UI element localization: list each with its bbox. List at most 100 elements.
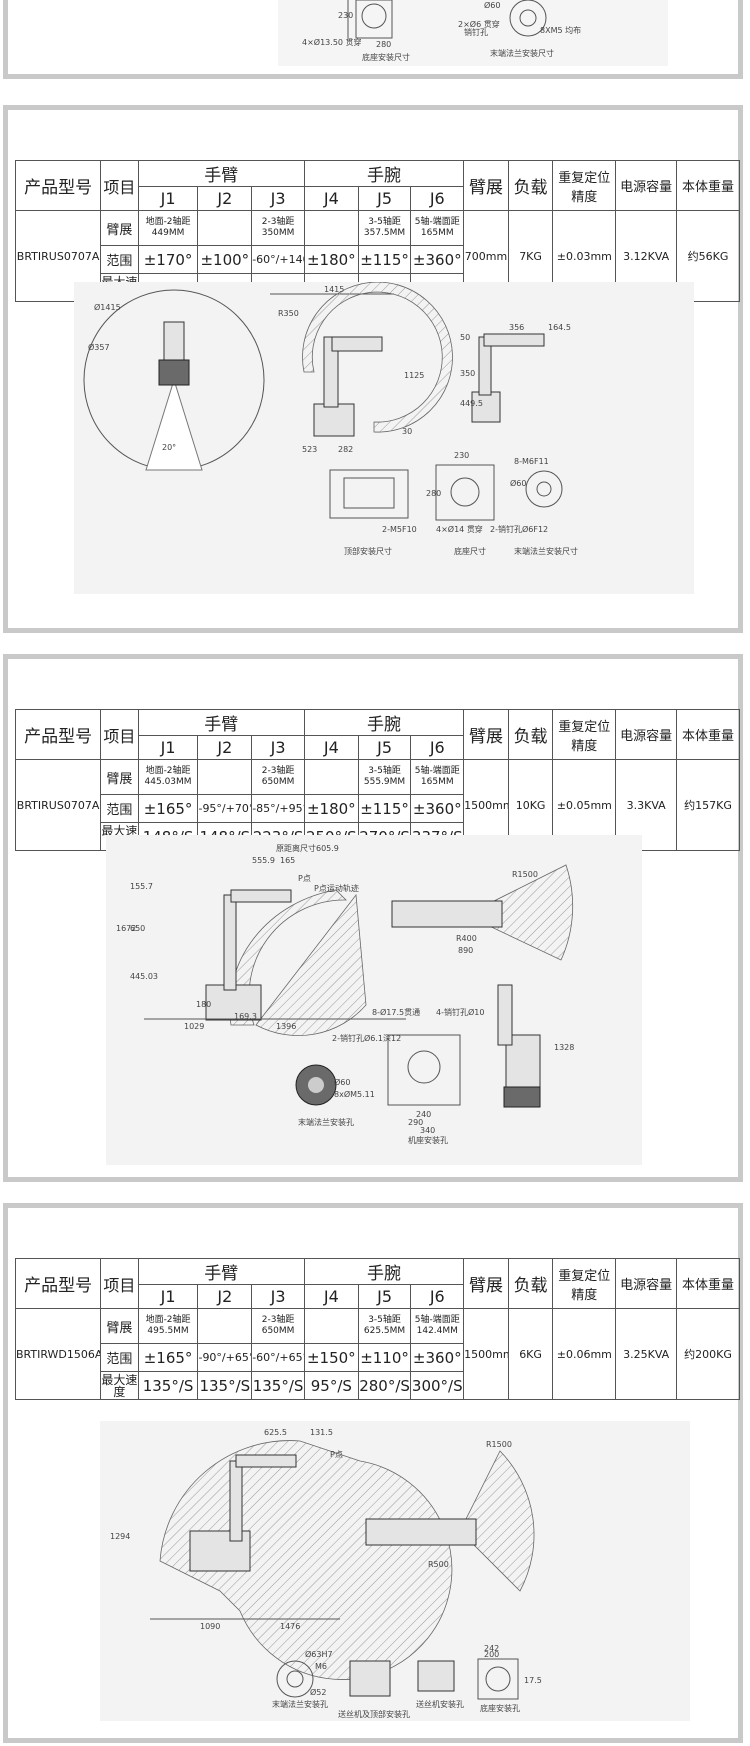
technical-drawing-1: Ø1415 Ø357 20° 1415 R350 1125 523 282 30…: [74, 281, 694, 594]
caption: 末端法兰安装尺寸: [514, 546, 578, 556]
drawing-svg: 625.5 131.5 P点 1294 1090 1476 R1500 R500…: [110, 1428, 542, 1719]
arm-j6: 5轴-端面距 165MM: [410, 210, 465, 246]
arm-j5: 3-5轴距 555.9MM: [357, 759, 412, 795]
header-j2: J2: [197, 735, 253, 760]
dim-label: 1294: [110, 1532, 130, 1541]
arm-j4: [303, 759, 359, 795]
dim-label: 290: [408, 1118, 423, 1127]
dim-label: R350: [278, 309, 299, 318]
top-drawing: 230 4×Ø13.50 贯穿 280 底座安装尺寸 Ø60 2×Ø6 贯穿 销…: [278, 0, 668, 66]
range-j3: -60°/+140°: [251, 245, 305, 274]
range-j2: -95°/+70°: [197, 794, 253, 823]
range-j5: ±115°: [357, 245, 412, 274]
range-j6: ±360°: [410, 245, 465, 274]
header-j2: J2: [197, 186, 253, 211]
header-item: 项目: [100, 160, 139, 211]
dim-label: 155.7: [130, 882, 153, 891]
product-card-3: 产品型号 项目 手臂 手腕 臂展 负载 重复定位精度 电源容量 本体重量 J1 …: [3, 1203, 743, 1743]
dim-label: 2-销钉孔Ø6.1深12: [332, 1033, 401, 1043]
dim-label: 242: [484, 1644, 499, 1653]
dim-label: Ø60: [334, 1077, 350, 1087]
dim-label: 50: [460, 333, 470, 342]
header-power: 电源容量: [615, 709, 678, 760]
range-j4: ±180°: [303, 245, 359, 274]
dim-label: P点运动轨迹: [314, 883, 359, 893]
dim-label: 1125: [404, 371, 424, 380]
caption: 末端法兰安装孔: [298, 1117, 354, 1127]
dim-label: 2-M5F10: [382, 525, 417, 534]
range-j5: ±110°: [357, 1343, 412, 1372]
dim-label: Ø52: [310, 1687, 326, 1697]
header-arm: 手臂: [137, 1258, 305, 1285]
reach-value: 1500mm: [463, 1308, 509, 1400]
header-item: 项目: [100, 709, 139, 760]
power-value: 3.25KVA: [615, 1308, 678, 1400]
weight-value: 约157KG: [676, 759, 740, 851]
arm-j5: 3-5轴距 357.5MM: [357, 210, 412, 246]
technical-drawing-3: 625.5 131.5 P点 1294 1090 1476 R1500 R500…: [100, 1421, 690, 1721]
header-j2: J2: [197, 1284, 253, 1309]
arm-j4: [303, 1308, 359, 1344]
caption: 机座安装孔: [408, 1135, 448, 1145]
dim-label: P点: [330, 1450, 343, 1459]
dim-label: Ø60: [510, 478, 526, 488]
header-j1: J1: [137, 1284, 199, 1309]
dim-label: Ø357: [88, 342, 110, 352]
dim-label: 8-Ø17.5贯通: [372, 1007, 420, 1017]
caption: 末端法兰安装尺寸: [490, 48, 554, 58]
range-j6: ±360°: [410, 1343, 465, 1372]
dim-label: 625.5: [264, 1428, 287, 1437]
arm-j5: 3-5轴距 625.5MM: [357, 1308, 412, 1344]
dim-label: 280: [376, 40, 391, 49]
range-j4: ±180°: [303, 794, 359, 823]
caption: 底座尺寸: [454, 546, 486, 556]
arm-j1: 地面-2轴距 495.5MM: [137, 1308, 199, 1344]
weight-value: 约200KG: [676, 1308, 740, 1400]
dim-label: 169.3: [234, 1012, 257, 1021]
header-power: 电源容量: [615, 160, 678, 211]
dim-label: 356: [509, 323, 524, 332]
dim-label: 180: [196, 1000, 211, 1009]
dim-label: 17.5: [524, 1676, 542, 1685]
range-j6: ±360°: [410, 794, 465, 823]
dim-label: 2×Ø6 贯穿: [458, 19, 500, 29]
arm-j4: [303, 210, 359, 246]
dim-label: 200: [484, 1650, 499, 1659]
dim-label: M6: [315, 1662, 327, 1671]
dim-label: 8-M6F11: [514, 457, 549, 466]
dim-label: 230: [454, 451, 469, 460]
header-payload: 负载: [507, 1258, 554, 1309]
repeat-value: ±0.06mm: [552, 1308, 617, 1400]
header-repeat: 重复定位精度: [552, 160, 617, 211]
header-model: 产品型号: [14, 1258, 102, 1309]
header-payload: 负载: [507, 709, 554, 760]
payload-value: 6KG: [507, 1308, 554, 1400]
dim-label: 2-销钉孔Ø6F12: [490, 524, 548, 534]
dim-label: 20°: [162, 443, 176, 452]
header-model: 产品型号: [14, 160, 102, 211]
model-name: BRTIRUS0707A: [14, 759, 102, 851]
spec-table: 产品型号 项目 手臂 手腕 臂展 负载 重复定位精度 电源容量 本体重量 J1 …: [14, 1258, 740, 1400]
dim-label: 650: [130, 924, 145, 933]
dim-label: 1328: [554, 1043, 574, 1052]
dim-label: 555.9: [252, 856, 275, 865]
header-reach: 臂展: [463, 1258, 509, 1309]
arm-j2: [197, 210, 253, 246]
arm-j3: 2-3轴距 650MM: [251, 1308, 305, 1344]
header-j5: J5: [357, 735, 412, 760]
speed-j2: 135°/S: [197, 1371, 253, 1400]
dim-label: Ø1415: [94, 302, 121, 312]
speed-j3: 135°/S: [251, 1371, 305, 1400]
range-j2: -90°/+65°: [197, 1343, 253, 1372]
dim-label: 340: [420, 1126, 435, 1135]
header-j6: J6: [410, 186, 465, 211]
dim-label: Ø60: [484, 0, 500, 10]
dim-label: 165: [280, 856, 295, 865]
range-j3: -60°/+65°: [251, 1343, 305, 1372]
speed-j4: 95°/S: [303, 1371, 359, 1400]
caption: 送丝机安装孔: [416, 1699, 464, 1709]
dim-label: 890: [458, 946, 473, 955]
header-arm: 手臂: [137, 709, 305, 736]
header-power: 电源容量: [615, 1258, 678, 1309]
dim-label: 280: [426, 489, 441, 498]
